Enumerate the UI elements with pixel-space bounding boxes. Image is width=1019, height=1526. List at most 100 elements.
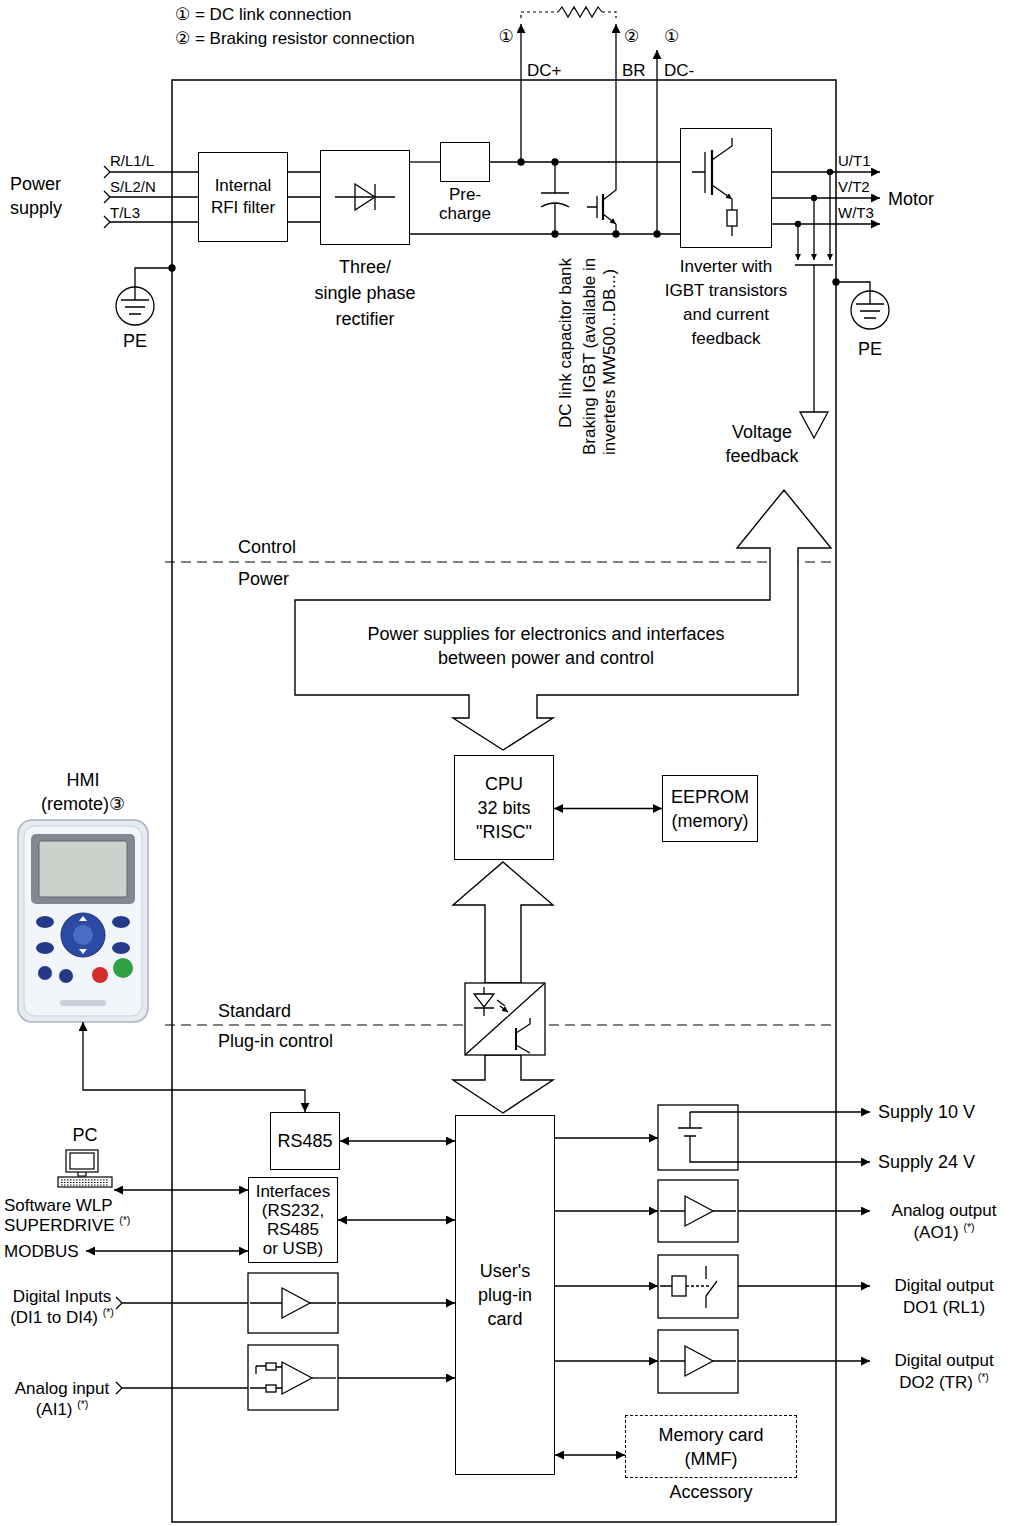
- label-anchor: DC+: [527, 60, 561, 82]
- input-stage: [282, 1362, 312, 1394]
- text-line: 32 bits: [476, 796, 532, 820]
- connector: [338, 1219, 455, 1220]
- output-stage: [555, 1360, 658, 1361]
- input-stage: [248, 1345, 338, 1410]
- hmi-illustration: [38, 966, 52, 980]
- text-line: S/L2/N: [110, 178, 156, 195]
- input-stage: [116, 1382, 248, 1394]
- text-label: DC-: [664, 60, 694, 82]
- text-label: MODBUS: [4, 1241, 79, 1263]
- text-label: Power supplies for electronics and inter…: [367, 622, 724, 670]
- text-line: ② = Braking resistor connection: [175, 28, 415, 50]
- text-label: Analog output (AO1) (*): [892, 1200, 997, 1244]
- label-anchor: Supply 10 V: [878, 1101, 975, 1123]
- igbt-symbol: [731, 226, 732, 236]
- text-line: DO1 (RL1): [894, 1297, 993, 1319]
- label-anchor: Analog output (AO1) (*): [892, 1200, 997, 1244]
- text-line: Supply 10 V: [878, 1101, 975, 1123]
- hmi-illustration: [59, 969, 73, 983]
- hmi-illustration: [31, 834, 135, 904]
- earth-symbol: [116, 287, 154, 325]
- power-supply-bus: [295, 490, 831, 750]
- hmi-illustration: [36, 916, 54, 928]
- section-divider: [165, 561, 836, 562]
- output-stage: [685, 1196, 713, 1226]
- text-line: R/L1/L: [110, 152, 154, 169]
- text-line: card: [478, 1307, 532, 1331]
- text-label: Control: [238, 536, 296, 558]
- text-line: between power and control: [367, 646, 724, 670]
- igbt-symbol: [603, 214, 616, 224]
- label-anchor: DC link capacitor bank: [556, 258, 576, 428]
- text-label: Plug-in control: [218, 1030, 333, 1052]
- label-anchor: ①: [664, 26, 679, 48]
- text-line: Internal: [211, 175, 275, 197]
- data-bus-arrow: [453, 862, 553, 1113]
- rs485-box: RS485: [270, 1112, 340, 1170]
- label-anchor: Voltage feedback: [725, 420, 798, 468]
- text-label: Software WLP SUPERDRIVE (*): [4, 1196, 130, 1236]
- pc-illustration: [78, 1172, 86, 1176]
- earth-symbol: [121, 300, 149, 314]
- text-label: ① = DC link connection: [175, 4, 351, 26]
- output-stage: [672, 1276, 686, 1296]
- isolator-symbol: [497, 1000, 508, 1012]
- text-line: DC link capacitor bank: [556, 258, 576, 428]
- label-anchor: ② = Braking resistor connection: [175, 28, 415, 50]
- footnote-mark: (*): [963, 1221, 974, 1233]
- text-holder: EEPROM (memory): [663, 776, 757, 841]
- modbus-line: [86, 1250, 248, 1251]
- hmi-illustration: [113, 958, 133, 978]
- text-line: (remote)③: [41, 792, 125, 816]
- dc-link-terminal: [656, 50, 657, 234]
- hmi-device: HMI (remote)③: [18, 820, 148, 1022]
- text-line: Braking IGBT (available in: [580, 258, 600, 455]
- data-bus-arrow: [453, 1055, 553, 1113]
- node-text: User's plug-in card: [478, 1259, 532, 1331]
- node-caption: Accessory: [669, 1481, 752, 1503]
- output-stage: [658, 1255, 738, 1318]
- text-holder: Inverter with IGBT transistors and curre…: [665, 255, 788, 351]
- input-stage: [266, 1363, 276, 1370]
- igbt-symbol: [602, 194, 604, 220]
- footnote-mark: (*): [77, 1398, 88, 1410]
- text-line: HMI: [41, 768, 125, 792]
- text-line: Three/: [314, 254, 415, 280]
- text-line: (RS232,: [256, 1201, 331, 1220]
- text-line: feedback: [665, 327, 788, 351]
- text-line: Software WLP: [4, 1196, 130, 1216]
- text-line: RS485: [256, 1220, 331, 1239]
- label-anchor: R/L1/L: [110, 152, 154, 169]
- igbt-symbol: [692, 138, 737, 236]
- text-line: (MMF): [658, 1447, 763, 1471]
- text-label: ①: [664, 26, 679, 48]
- input-stage: [116, 1273, 455, 1410]
- label-anchor: Digital Inputs (DI1 to DI4) (*): [10, 1286, 114, 1328]
- label-anchor: Standard: [218, 1000, 291, 1022]
- diode-symbol: [335, 196, 395, 197]
- text-label: Power: [238, 568, 289, 590]
- pc-illustration: [61, 1180, 109, 1185]
- igbt-symbol: [712, 138, 732, 160]
- text-part: (AO1): [913, 1223, 963, 1242]
- text-line: DC+: [527, 60, 561, 82]
- label-anchor: V/T2: [838, 178, 870, 195]
- text-line: Control: [238, 536, 296, 558]
- isolator-symbol: [474, 987, 494, 1016]
- igbt-symbol: [712, 185, 732, 199]
- text-label: Power supply: [10, 172, 62, 220]
- text-holder: HMI (remote)③: [41, 768, 125, 816]
- vertical-label: DC link capacitor bank: [556, 258, 576, 428]
- text-line: Power: [238, 568, 289, 590]
- igbt-symbol: [603, 24, 616, 200]
- node-text: Internal RFI filter: [211, 175, 275, 219]
- text-line: supply: [10, 196, 62, 220]
- text-line: EEPROM: [671, 785, 749, 809]
- text-holder: Interfaces (RS232, RS485 or USB): [249, 1178, 337, 1262]
- label-anchor: MODBUS: [4, 1241, 79, 1263]
- text-holder: Accessory: [669, 1481, 752, 1503]
- text-holder: Internal RFI filter: [199, 153, 287, 241]
- text-label: S/L2/N: [110, 178, 156, 195]
- motor-output-line: [772, 223, 880, 224]
